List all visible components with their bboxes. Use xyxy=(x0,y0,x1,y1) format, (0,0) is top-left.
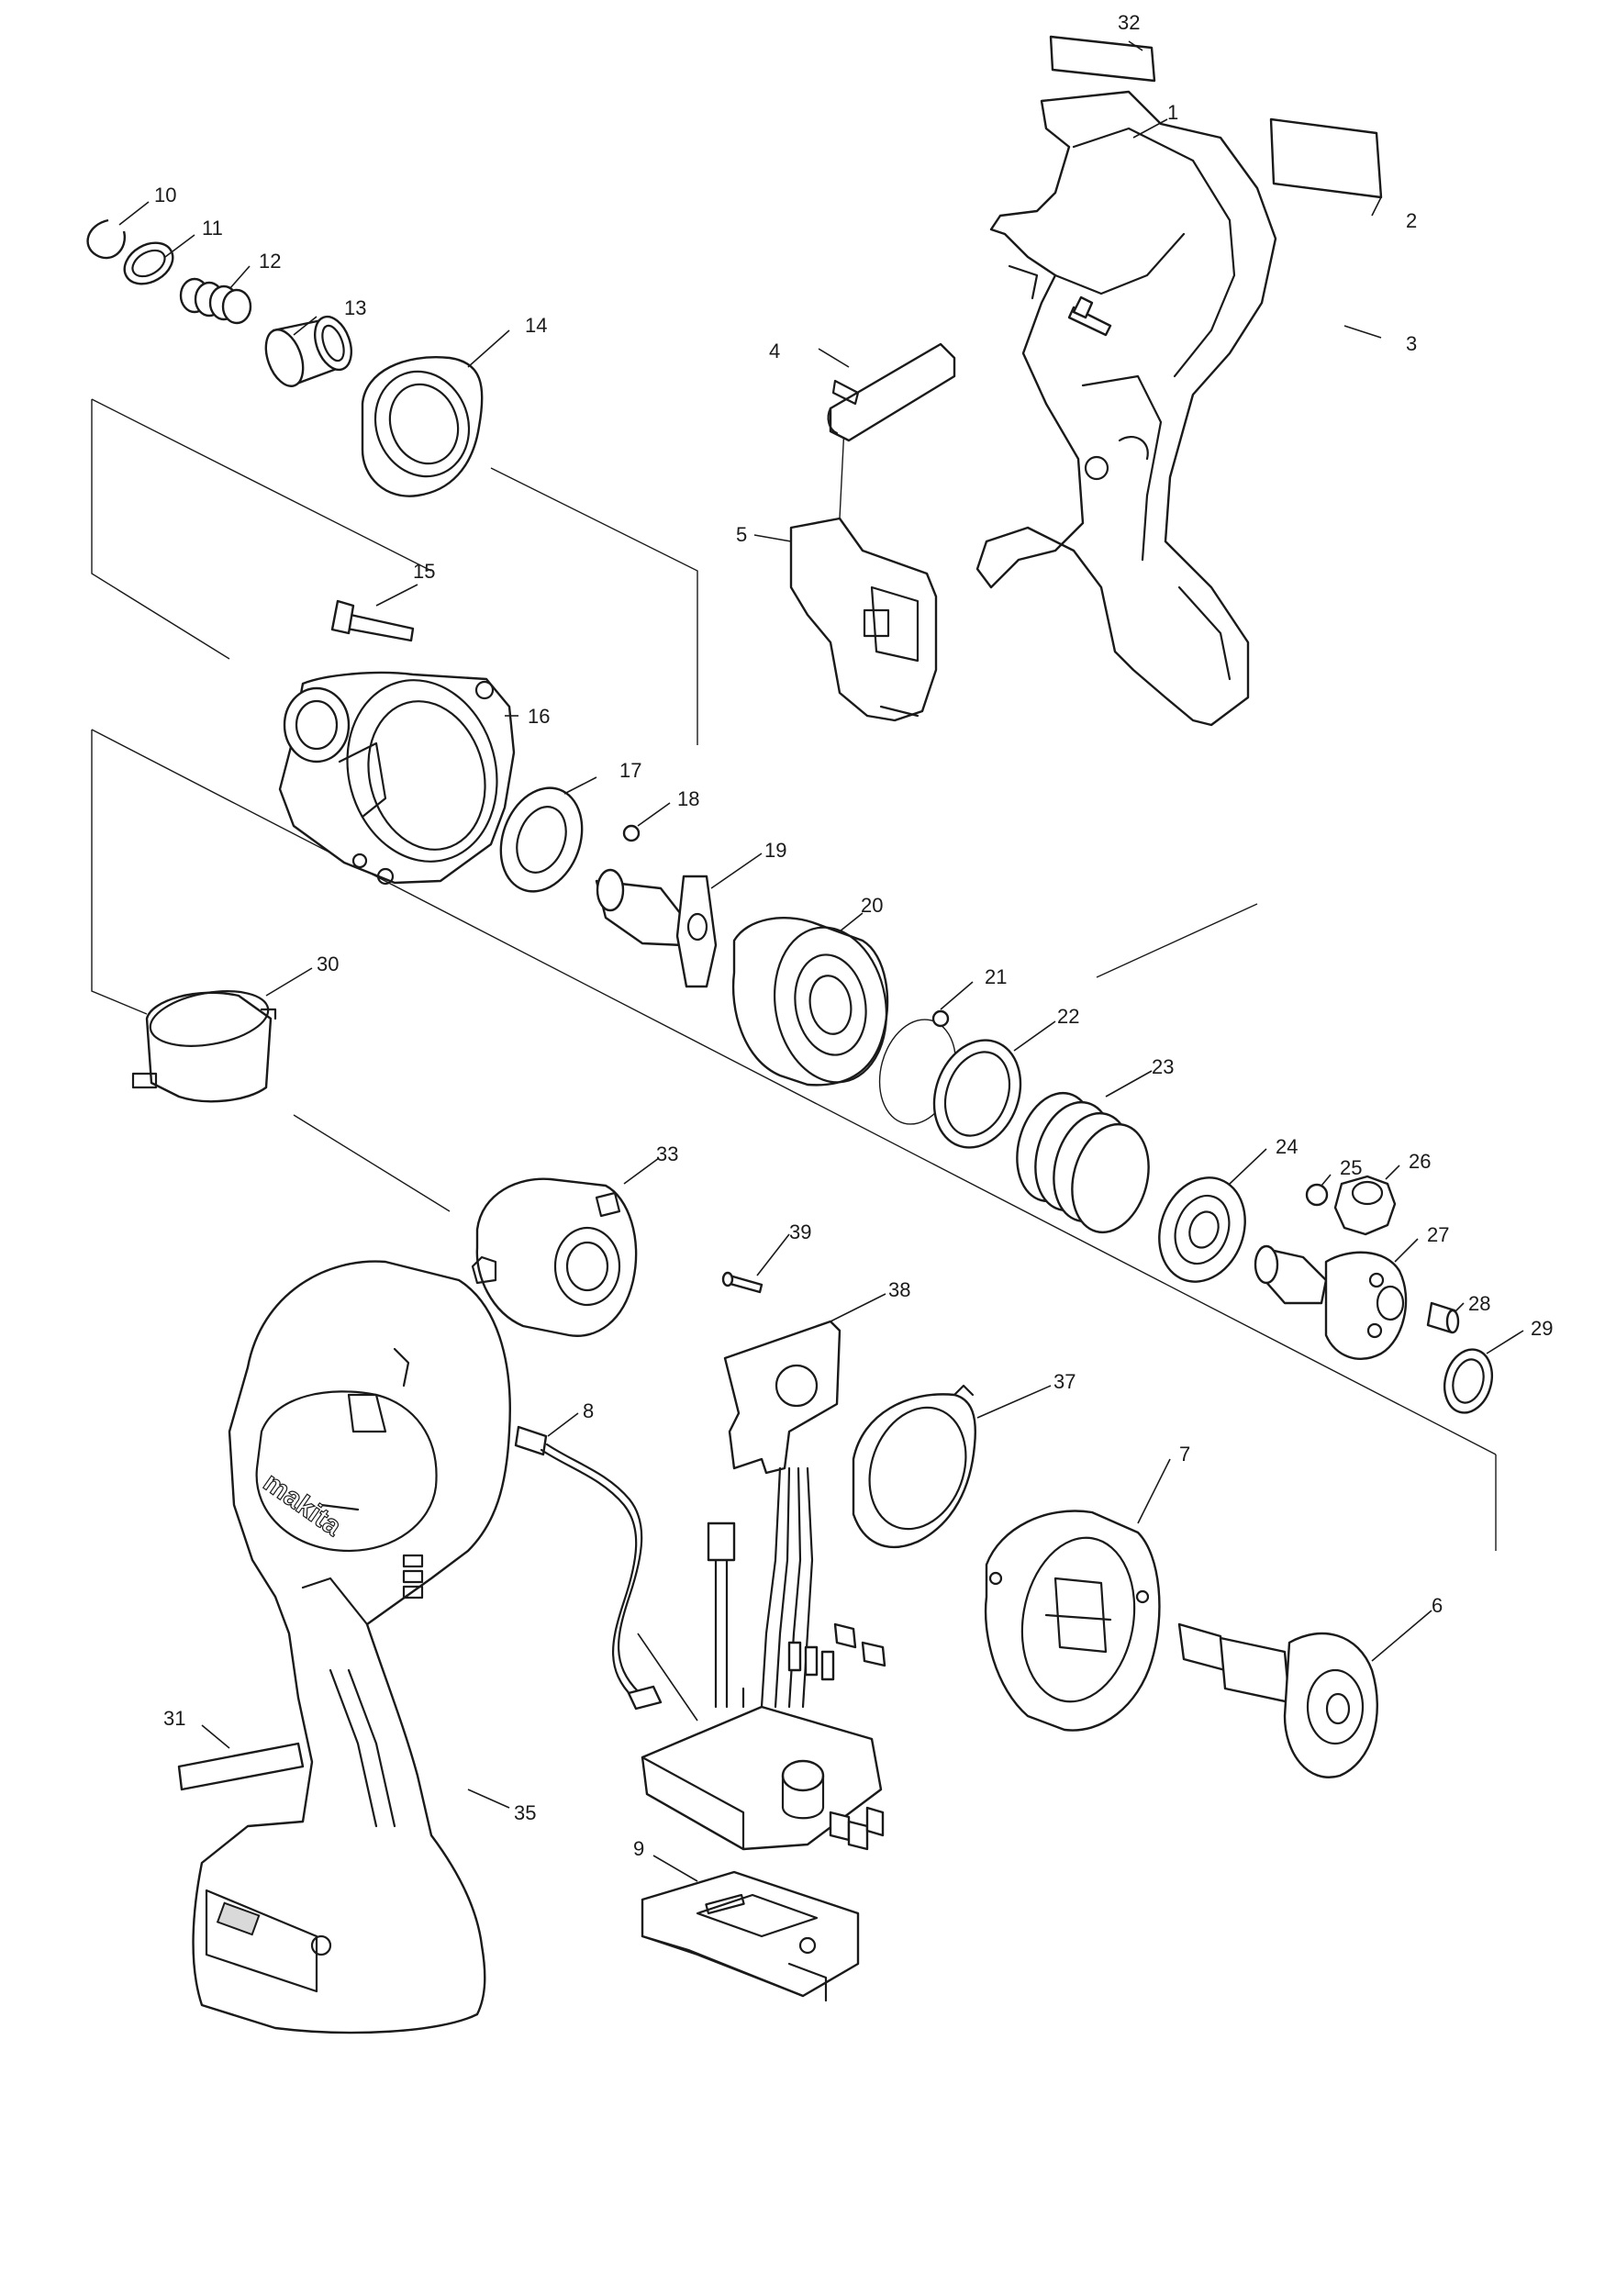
callout-27: 27 xyxy=(1427,1223,1449,1246)
callout-39: 39 xyxy=(789,1220,811,1243)
callout-21: 21 xyxy=(985,965,1007,988)
callout-37: 37 xyxy=(1053,1370,1076,1393)
part-35-housing-half: makita xyxy=(192,1260,511,2034)
callout-29: 29 xyxy=(1531,1317,1553,1340)
part-1-housing-half xyxy=(975,90,1277,727)
part-29-ring xyxy=(1443,1348,1493,1414)
callout-5: 5 xyxy=(736,523,747,546)
callout-8: 8 xyxy=(583,1399,594,1422)
callout-19: 19 xyxy=(764,839,786,862)
part-2-label-plate xyxy=(1269,117,1383,199)
callout-17: 17 xyxy=(619,759,641,782)
callout-26: 26 xyxy=(1409,1150,1431,1173)
callout-12: 12 xyxy=(259,250,281,273)
leader-lines xyxy=(118,40,1524,1882)
callout-33: 33 xyxy=(656,1142,678,1165)
part-25-steel-ball xyxy=(1305,1183,1329,1207)
part-30-bumper-ring xyxy=(131,990,277,1103)
part-6-rotor xyxy=(1177,1622,1378,1778)
callout-38: 38 xyxy=(888,1278,910,1301)
callout-23: 23 xyxy=(1152,1055,1174,1078)
part-23-compression-spring xyxy=(1016,1091,1150,1234)
part-5-switch xyxy=(789,517,938,722)
callout-20: 20 xyxy=(861,894,883,917)
part-22-flat-washer xyxy=(932,1039,1022,1149)
part-13-sleeve xyxy=(264,315,352,387)
callout-2: 2 xyxy=(1406,209,1417,232)
callout-9: 9 xyxy=(633,1837,644,1860)
callout-24: 24 xyxy=(1276,1135,1298,1158)
part-10-retaining-ring xyxy=(86,218,127,260)
part-4-switch-lever xyxy=(827,342,956,442)
part-28-pin xyxy=(1426,1301,1460,1334)
callout-numbers: 32 1 2 3 4 5 10 11 12 13 14 15 16 17 18 … xyxy=(154,11,1553,1860)
callout-28: 28 xyxy=(1468,1292,1490,1315)
part-17-thrust-washer xyxy=(499,786,584,893)
part-39-screw xyxy=(721,1271,763,1294)
callout-22: 22 xyxy=(1057,1005,1079,1028)
part-37-ring-holder xyxy=(852,1384,976,1549)
part-9-battery-terminal xyxy=(641,1870,860,2002)
part-14-front-cover xyxy=(361,356,484,497)
callout-3: 3 xyxy=(1406,332,1417,355)
part-24-spring-washer xyxy=(1158,1176,1246,1283)
part-3-screw xyxy=(1067,295,1112,337)
callout-7: 7 xyxy=(1179,1443,1190,1466)
part-31-label-plate xyxy=(177,1742,305,1791)
callout-30: 30 xyxy=(317,953,339,975)
part-11-washer xyxy=(123,241,174,285)
callout-18: 18 xyxy=(677,787,699,810)
part-33-gear-housing xyxy=(471,1177,638,1337)
part-15-bolt xyxy=(330,599,415,642)
part-20-hammer xyxy=(731,917,889,1087)
callout-31: 31 xyxy=(163,1707,185,1730)
callout-6: 6 xyxy=(1432,1594,1443,1617)
callout-25: 25 xyxy=(1340,1156,1362,1179)
part-32-label-plate xyxy=(1049,35,1156,83)
controller-module xyxy=(641,1705,885,1851)
callout-14: 14 xyxy=(525,314,547,337)
callout-13: 13 xyxy=(344,296,366,319)
part-12-spring xyxy=(179,277,252,325)
part-27-spindle xyxy=(1254,1244,1408,1360)
callout-15: 15 xyxy=(413,560,435,583)
part-19-anvil xyxy=(595,868,718,988)
callout-1: 1 xyxy=(1167,101,1178,124)
part-26-planet-gear xyxy=(1333,1175,1397,1236)
part-8-lead-wire xyxy=(514,1425,663,1711)
part-7-stator xyxy=(984,1510,1161,1732)
callout-4: 4 xyxy=(769,340,780,362)
callout-11: 11 xyxy=(202,217,223,240)
part-38-sensor-plate xyxy=(723,1320,842,1475)
callout-16: 16 xyxy=(528,705,550,728)
callout-10: 10 xyxy=(154,184,176,206)
controller-wiring xyxy=(707,1466,886,1709)
part-16-hammer-case xyxy=(278,671,516,886)
callout-32: 32 xyxy=(1118,11,1140,34)
part-18-steel-ball xyxy=(622,824,641,842)
callout-35: 35 xyxy=(514,1801,536,1824)
